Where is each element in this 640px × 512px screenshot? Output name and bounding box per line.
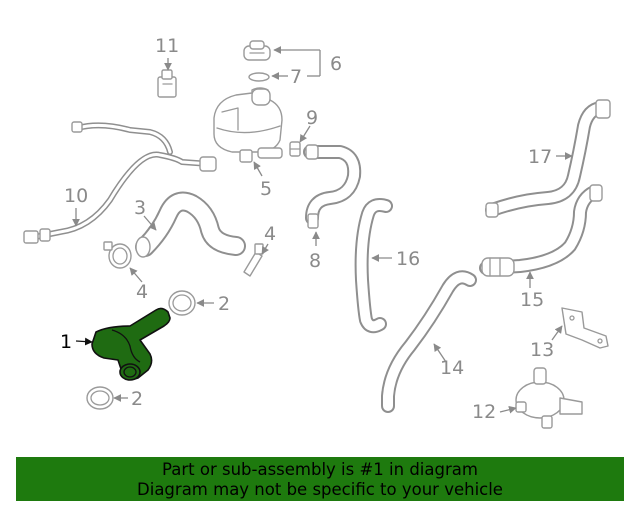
part-15-coolant-hose — [479, 184, 603, 277]
part-4-hose-clamp-left — [103, 241, 132, 269]
callout-4-left: 4 — [136, 281, 148, 303]
part-6-reservoir-cap — [243, 40, 271, 61]
callout-2-lower: 2 — [131, 388, 143, 410]
part-12-water-pump — [515, 367, 583, 429]
part-16-coolant-hose — [354, 198, 393, 334]
callout-5: 5 — [260, 178, 272, 200]
info-banner: Part or sub-assembly is #1 in diagram Di… — [16, 457, 624, 501]
part-10-bleed-tube — [23, 121, 217, 244]
banner-line-2: Diagram may not be specific to your vehi… — [137, 480, 503, 499]
part-11-bracket — [157, 69, 177, 98]
callout-14: 14 — [440, 357, 464, 379]
part-8-coolant-hose — [303, 144, 362, 229]
callout-12: 12 — [472, 401, 496, 423]
callout-17: 17 — [528, 146, 552, 168]
callout-6: 6 — [330, 53, 342, 75]
leader-lines — [72, 46, 573, 414]
part-1-highlighted-hose — [91, 307, 171, 381]
callout-3: 3 — [134, 197, 146, 219]
part-17-coolant-hose — [485, 99, 611, 218]
part-3-coolant-hose — [135, 191, 246, 258]
callout-16: 16 — [396, 248, 420, 270]
callout-10: 10 — [64, 185, 88, 207]
callout-9: 9 — [306, 107, 318, 129]
callout-4-right: 4 — [264, 223, 276, 245]
callout-1: 1 — [60, 331, 72, 353]
part-9-clip — [289, 141, 301, 157]
banner-line-1: Part or sub-assembly is #1 in diagram — [162, 460, 478, 479]
part-5-coolant-reservoir — [213, 87, 283, 163]
callout-8: 8 — [309, 250, 321, 272]
part-7-o-ring — [248, 72, 270, 82]
callout-labels: 1 2 2 3 4 4 5 6 7 8 9 10 11 12 13 14 15 … — [60, 35, 554, 423]
callout-7: 7 — [290, 66, 302, 88]
part-13-bracket — [561, 307, 609, 349]
callout-13: 13 — [530, 339, 554, 361]
callout-11: 11 — [155, 35, 179, 57]
callout-2-upper: 2 — [218, 293, 230, 315]
part-4-hose-clamp-right — [243, 243, 264, 277]
part-14-coolant-hose — [381, 270, 477, 413]
callout-15: 15 — [520, 289, 544, 311]
